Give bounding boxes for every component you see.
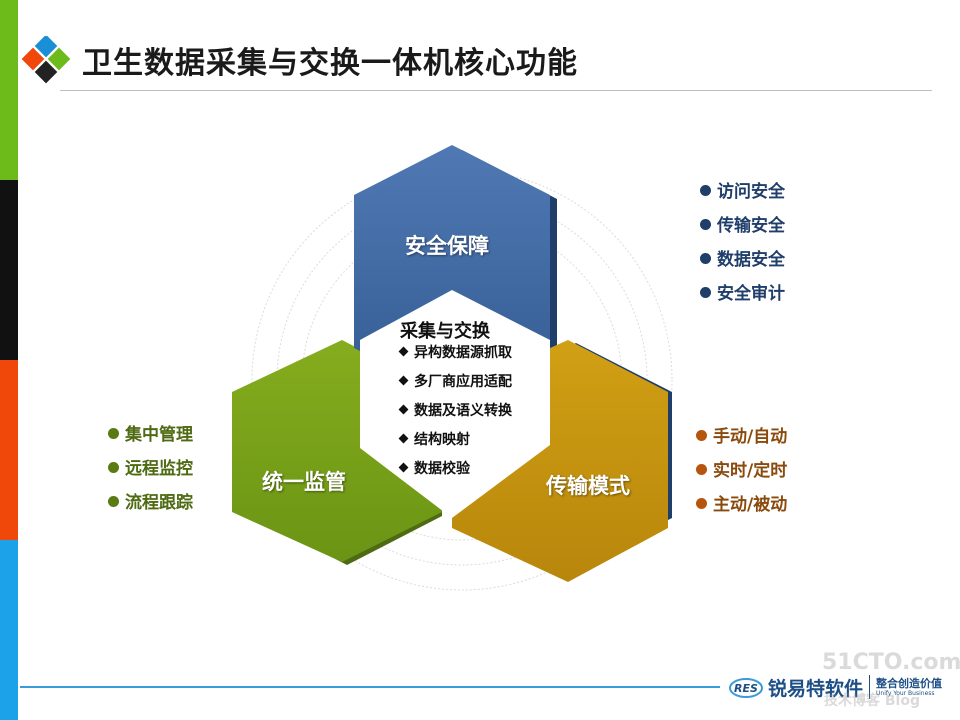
monitor-item: 远程监控 bbox=[108, 452, 193, 486]
slogan-box: 整合创造价值 Unify Your Business bbox=[876, 678, 942, 697]
title-divider bbox=[60, 90, 932, 91]
bullet-dot-icon bbox=[700, 287, 711, 298]
security-feature-list: 访问安全 传输安全 数据安全 安全审计 bbox=[700, 175, 785, 311]
logo-divider bbox=[869, 675, 871, 699]
page-title: 卫生数据采集与交换一体机核心功能 bbox=[82, 46, 578, 81]
monitor-item-label: 集中管理 bbox=[125, 425, 193, 445]
diamond-bullet-icon bbox=[398, 404, 409, 415]
core-title: 采集与交换 bbox=[400, 321, 490, 342]
diamond-bullet-icon bbox=[398, 462, 409, 473]
monitor-feature-list: 集中管理 远程监控 流程跟踪 bbox=[108, 418, 193, 520]
watermark-sub: 技术博客 Blog bbox=[824, 693, 920, 709]
four-diamond-logo-icon bbox=[22, 36, 71, 84]
bullet-dot-icon bbox=[700, 185, 711, 196]
logo-letters: RES bbox=[734, 682, 758, 695]
mode-item-label: 主动/被动 bbox=[713, 495, 788, 515]
bullet-dot-icon bbox=[700, 253, 711, 264]
security-item: 安全审计 bbox=[700, 277, 785, 311]
hex-mode-label: 传输模式 bbox=[546, 474, 630, 498]
side-bar-black bbox=[0, 180, 18, 360]
security-item-label: 传输安全 bbox=[717, 216, 785, 236]
bullet-dot-icon bbox=[696, 498, 707, 509]
core-feature-item: 数据及语义转换 bbox=[398, 397, 512, 426]
brand-slogan-en: Unify Your Business bbox=[876, 689, 935, 697]
monitor-item-label: 远程监控 bbox=[125, 459, 193, 479]
monitor-item-label: 流程跟踪 bbox=[125, 493, 193, 513]
company-logo: RES 锐易特软件 整合创造价值 Unify Your Business bbox=[728, 672, 942, 702]
footer-divider bbox=[20, 686, 720, 688]
mode-item-label: 实时/定时 bbox=[713, 461, 788, 481]
bullet-dot-icon bbox=[696, 430, 707, 441]
core-feature-label: 数据及语义转换 bbox=[414, 403, 512, 419]
core-feature-item: 数据校验 bbox=[398, 455, 512, 484]
watermark: 51CTO.com bbox=[822, 650, 960, 675]
core-feature-label: 数据校验 bbox=[414, 461, 470, 477]
security-item: 访问安全 bbox=[700, 175, 785, 209]
res-logo-icon: RES bbox=[729, 678, 763, 698]
mode-item: 实时/定时 bbox=[696, 454, 787, 488]
core-feature-label: 多厂商应用适配 bbox=[414, 374, 512, 390]
security-item: 数据安全 bbox=[700, 243, 785, 277]
bullet-dot-icon bbox=[696, 464, 707, 475]
mode-feature-list: 手动/自动 实时/定时 主动/被动 bbox=[696, 420, 787, 522]
security-item-label: 安全审计 bbox=[717, 284, 785, 304]
side-bar-blue bbox=[0, 540, 18, 720]
security-item: 传输安全 bbox=[700, 209, 785, 243]
bullet-dot-icon bbox=[700, 219, 711, 230]
mode-item: 主动/被动 bbox=[696, 488, 787, 522]
security-item-label: 数据安全 bbox=[717, 250, 785, 270]
side-bar-green bbox=[0, 0, 18, 180]
hex-security-label: 安全保障 bbox=[405, 234, 489, 258]
bullet-dot-icon bbox=[108, 428, 119, 439]
bullet-dot-icon bbox=[108, 462, 119, 473]
mode-item: 手动/自动 bbox=[696, 420, 787, 454]
security-item-label: 访问安全 bbox=[717, 182, 785, 202]
core-feature-label: 结构映射 bbox=[414, 432, 470, 448]
diamond-bullet-icon bbox=[398, 346, 409, 357]
monitor-item: 流程跟踪 bbox=[108, 486, 193, 520]
brand-slogan: 整合创造价值 bbox=[876, 676, 943, 690]
brand-name: 锐易特软件 bbox=[768, 677, 864, 700]
core-feature-item: 异构数据源抓取 bbox=[398, 339, 512, 368]
monitor-item: 集中管理 bbox=[108, 418, 193, 452]
diamond-bullet-icon bbox=[398, 433, 409, 444]
hex-core bbox=[360, 290, 550, 518]
bullet-dot-icon bbox=[108, 496, 119, 507]
hex-monitor-label: 统一监管 bbox=[262, 470, 346, 494]
core-feature-item: 结构映射 bbox=[398, 426, 512, 455]
core-feature-item: 多厂商应用适配 bbox=[398, 368, 512, 397]
side-bar-orange bbox=[0, 360, 18, 540]
diamond-bullet-icon bbox=[398, 375, 409, 386]
mode-item-label: 手动/自动 bbox=[713, 427, 788, 447]
core-feature-list: 异构数据源抓取 多厂商应用适配 数据及语义转换 结构映射 数据校验 bbox=[398, 339, 512, 484]
core-feature-label: 异构数据源抓取 bbox=[414, 345, 512, 361]
